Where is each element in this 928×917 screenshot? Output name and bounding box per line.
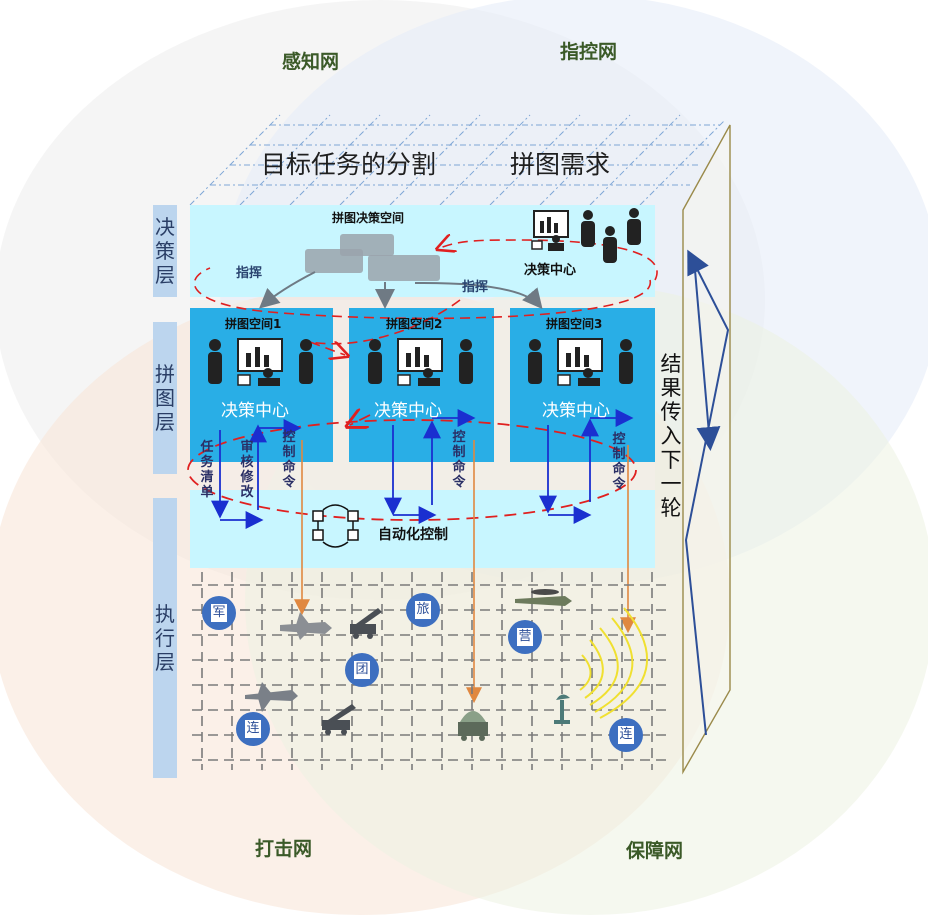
puzzle-space-3-title: 拼图空间3 [546, 315, 602, 332]
control-cmd-1-label: 控制命令 [281, 430, 297, 490]
puzzle-layer-label: 拼图层 [153, 322, 177, 474]
execution-layer-label: 执行层 [153, 498, 177, 778]
brigade-unit-text: 旅 [415, 601, 431, 619]
company-unit-text-1: 连 [245, 720, 261, 738]
puzzle-space-2-title: 拼图空间2 [386, 315, 442, 332]
result-plane [683, 125, 730, 772]
cloud-block-3 [368, 255, 440, 281]
support-net-label: 保障网 [626, 836, 683, 863]
puzzle-space-1-icon [200, 335, 325, 390]
puzzle-space-2-center: 决策中心 [374, 396, 442, 421]
regiment-unit-text: 团 [354, 661, 370, 679]
brigade-unit-badge: 旅 [406, 593, 440, 627]
army-unit-badge: 军 [202, 596, 236, 630]
decision-layer-text: 决策层 [153, 215, 177, 287]
execution-layer-text: 执行层 [153, 602, 177, 674]
control-cmd-2-label: 控制命令 [451, 430, 467, 490]
battalion-unit-badge: 营 [508, 620, 542, 654]
puzzle-space-2-icon [360, 335, 485, 390]
army-unit-text: 军 [211, 604, 227, 622]
command-label-1: 指挥 [236, 262, 262, 281]
company-unit-badge-1: 连 [236, 712, 270, 746]
decision-layer-label: 决策层 [153, 205, 177, 297]
command-net-label: 指控网 [560, 37, 617, 64]
company-unit-text-2: 连 [618, 726, 634, 744]
company-unit-badge-2: 连 [609, 718, 643, 752]
review-modify-label: 审核修改 [239, 440, 255, 500]
task-split-title: 目标任务的分割 [261, 145, 436, 181]
puzzle-demand-title: 拼图需求 [510, 145, 610, 181]
task-list-label: 任务清单 [199, 440, 215, 500]
puzzle-space-3-center: 决策中心 [542, 396, 610, 421]
automation-label: 自动化控制 [378, 524, 448, 544]
puzzle-space-1-center: 决策中心 [221, 396, 289, 421]
puzzle-layer-text: 拼图层 [153, 362, 177, 434]
strike-net-label: 打击网 [255, 834, 312, 861]
cloud-block-2 [340, 234, 394, 256]
decision-center-icon [528, 205, 648, 265]
control-cmd-3-label: 控制命令 [611, 432, 627, 492]
result-text: 结果传入下一轮 [659, 352, 683, 520]
sensing-net-label: 感知网 [282, 47, 339, 74]
command-label-2: 指挥 [462, 276, 488, 295]
puzzle-space-1-title: 拼图空间1 [225, 315, 281, 332]
regiment-unit-badge: 团 [345, 653, 379, 687]
battalion-unit-text: 营 [517, 628, 533, 646]
puzzle-space-3-icon [520, 335, 645, 390]
decision-space-title: 拼图决策空间 [332, 209, 404, 226]
